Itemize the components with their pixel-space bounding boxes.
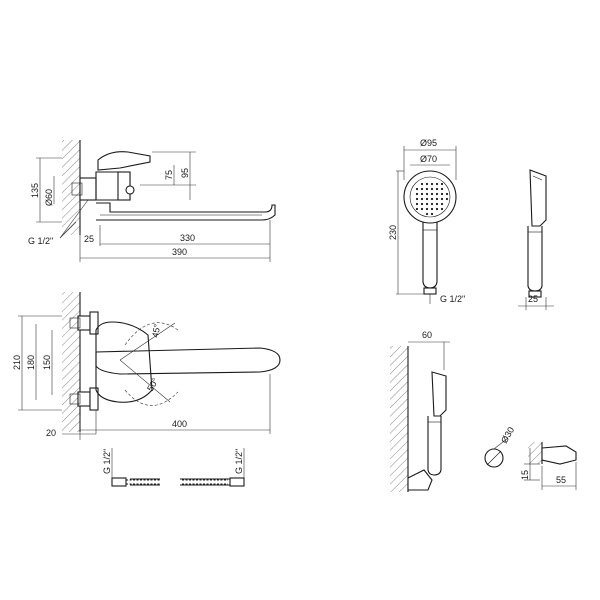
- dim-angle-45: 45°: [150, 323, 162, 339]
- shower-head-front: Ø95 Ø70 230 G 1/2": [388, 138, 465, 304]
- hose-thread-right: G 1/2": [234, 449, 244, 474]
- dim-front-180: 180: [26, 355, 36, 370]
- dim-front-400: 400: [172, 419, 187, 429]
- dim-side-390: 390: [172, 247, 187, 257]
- spray-hole: [425, 197, 429, 201]
- shower-head-side: 25: [518, 169, 554, 310]
- shower-hose: G 1/2" G 1/2": [102, 448, 245, 487]
- wall-hatch-detail: [528, 442, 542, 464]
- dim-head-230: 230: [388, 225, 398, 240]
- front-view-mixer: 45° 50° 210 180 150 400 20: [12, 292, 281, 440]
- spray-holes: [415, 182, 449, 216]
- spray-hole: [420, 182, 424, 186]
- spray-hole: [435, 202, 439, 206]
- dim-side-25: 25: [84, 234, 94, 244]
- spray-hole: [445, 192, 449, 196]
- dim-head-thread: G 1/2": [440, 294, 465, 304]
- wall-hatch: [62, 140, 80, 235]
- spray-hole: [420, 192, 424, 196]
- dim-side-135: 135: [30, 183, 40, 198]
- dim-head-25: 25: [528, 294, 538, 304]
- dim-holder-55: 55: [556, 475, 566, 485]
- spray-hole: [430, 212, 434, 216]
- spray-hole: [425, 212, 429, 216]
- dim-front-150: 150: [42, 355, 52, 370]
- spray-hole: [425, 202, 429, 206]
- spray-hole: [435, 182, 439, 186]
- spray-hole: [440, 182, 444, 186]
- spray-hole: [435, 187, 439, 191]
- spray-hole: [440, 202, 444, 206]
- spray-hole: [430, 202, 434, 206]
- dim-side-diam60: Ø60: [44, 189, 54, 206]
- dim-angle-50: 50°: [145, 376, 161, 393]
- side-view-mixer: 135 Ø60 G 1/2" 25 330 390 95 75: [28, 140, 276, 262]
- dim-front-210: 210: [12, 355, 22, 370]
- spray-hole: [435, 192, 439, 196]
- spray-hole: [435, 197, 439, 201]
- dim-holder-15: 15: [520, 470, 530, 480]
- wall-hatch-holder: [390, 346, 408, 492]
- dim-side-330: 330: [180, 233, 195, 243]
- hose-thread-left: G 1/2": [102, 449, 112, 474]
- wall-holder-assembly: 60: [390, 330, 450, 492]
- dim-front-20: 20: [46, 428, 56, 438]
- spray-hole: [415, 197, 419, 201]
- dim-head-70: Ø70: [420, 154, 437, 164]
- dim-head-95: Ø95: [420, 138, 437, 148]
- spray-hole: [430, 207, 434, 211]
- spray-hole: [420, 202, 424, 206]
- wall-hatch-front: [62, 292, 80, 432]
- spray-hole: [425, 187, 429, 191]
- spray-hole: [430, 187, 434, 191]
- spray-hole: [415, 187, 419, 191]
- spray-hole: [445, 197, 449, 201]
- dim-side-95: 95: [180, 168, 190, 178]
- spray-hole: [425, 182, 429, 186]
- spray-hole: [415, 207, 419, 211]
- dim-side-75: 75: [164, 170, 174, 180]
- holder-detail: Ø30 15 55: [484, 425, 577, 490]
- spray-hole: [435, 207, 439, 211]
- spray-hole: [425, 207, 429, 211]
- spray-hole: [420, 187, 424, 191]
- spray-hole: [430, 192, 434, 196]
- spray-hole: [425, 192, 429, 196]
- spray-hole: [440, 207, 444, 211]
- spray-hole: [440, 192, 444, 196]
- dim-holder-30: Ø30: [499, 425, 516, 445]
- spray-hole: [440, 197, 444, 201]
- spray-hole: [430, 182, 434, 186]
- spray-hole: [420, 197, 424, 201]
- spray-hole: [440, 187, 444, 191]
- spray-hole: [430, 197, 434, 201]
- spray-hole: [415, 202, 419, 206]
- dim-side-thread: G 1/2": [28, 236, 53, 246]
- dim-holder-60: 60: [422, 330, 432, 340]
- spray-hole: [420, 207, 424, 211]
- spray-hole: [415, 192, 419, 196]
